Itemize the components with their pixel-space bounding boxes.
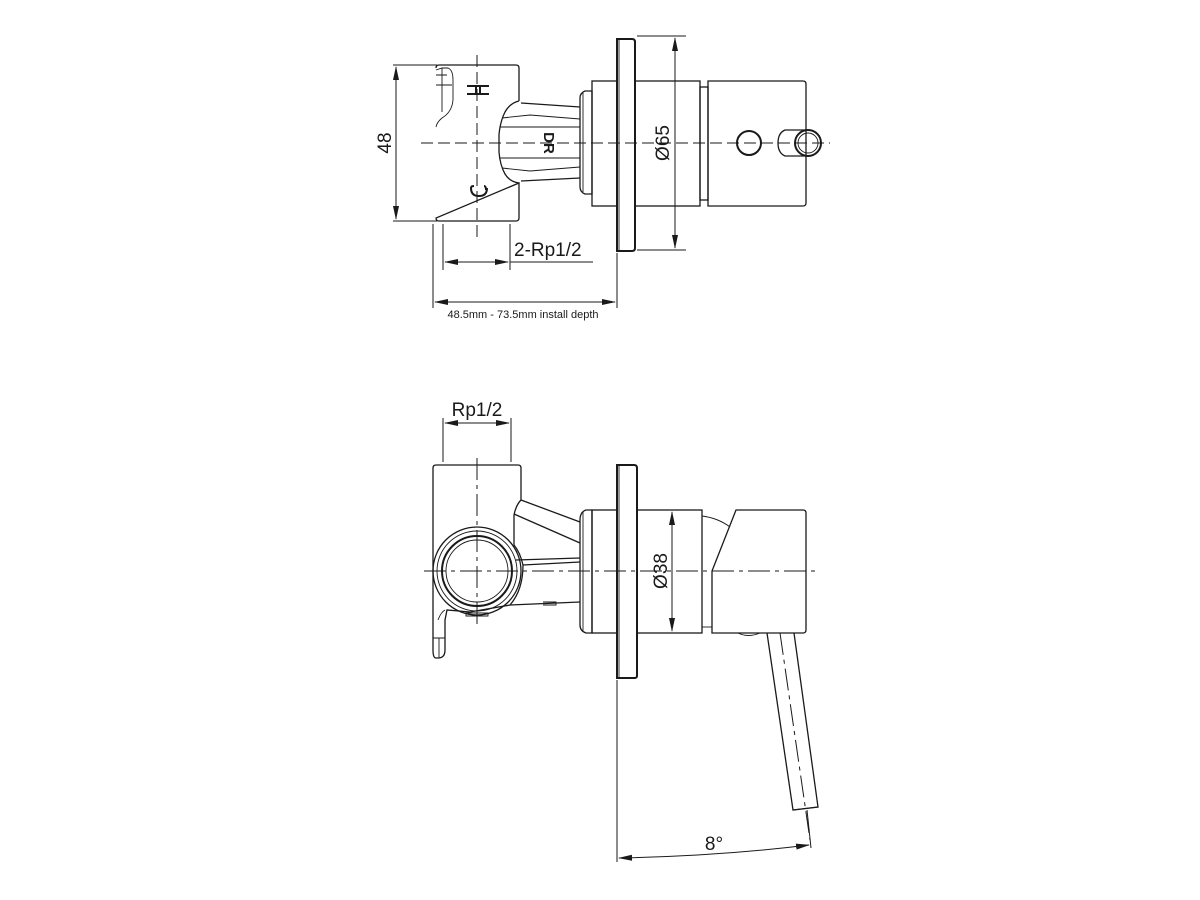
sleeve-side <box>591 464 731 679</box>
side-view: Rp1/2 <box>424 400 820 862</box>
diameter-38-dimension: Ø38 <box>651 511 675 632</box>
top-view: 48 <box>375 35 830 321</box>
inlet-dimension: 2-Rp1/2 <box>442 224 593 270</box>
handle-side <box>711 509 807 636</box>
lever <box>766 632 819 841</box>
neck-side <box>509 499 593 634</box>
angle-label: 8° <box>705 834 723 855</box>
lever-end-circle <box>794 129 822 157</box>
diameter-65-dimension: Ø65 <box>637 35 686 251</box>
diameter-65-label: Ø65 <box>653 125 674 161</box>
height-dimension: 48 <box>375 64 437 222</box>
diameter-38-label: Ø38 <box>651 553 672 589</box>
cold-mark <box>469 185 488 198</box>
height-dim-label: 48 <box>375 132 396 153</box>
valve-body-side <box>432 464 524 659</box>
inlet-dim-label: 2-Rp1/2 <box>514 240 582 261</box>
install-depth-label: 48.5mm - 73.5mm install depth <box>447 309 598 321</box>
hot-mark <box>467 85 489 95</box>
handle-body <box>707 80 822 207</box>
angle-dimension: 8° <box>616 680 812 862</box>
handle-hole <box>736 130 762 156</box>
outlet-dim-label: Rp1/2 <box>452 400 503 421</box>
valve-body <box>435 64 520 222</box>
install-depth-dimension: 48.5mm - 73.5mm install depth <box>432 224 618 321</box>
sleeve <box>591 38 709 252</box>
outlet-dimension: Rp1/2 <box>442 400 512 462</box>
